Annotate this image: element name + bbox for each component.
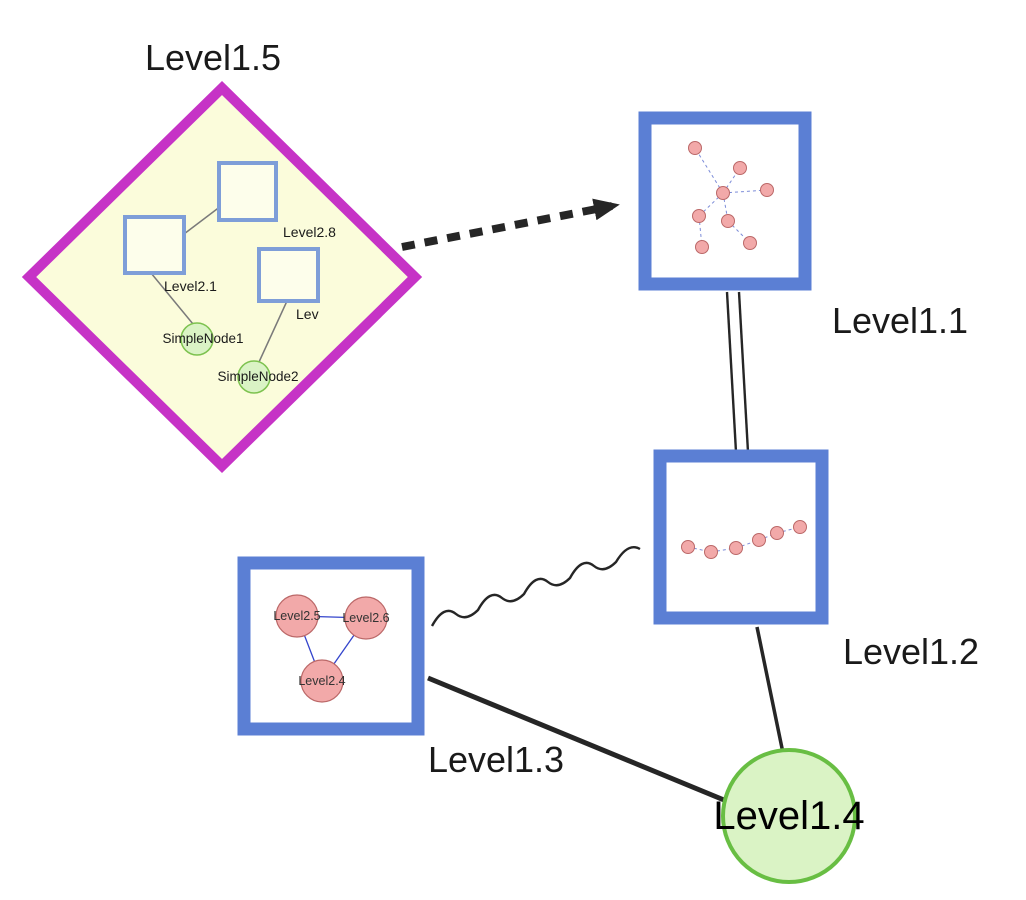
label-level2-6: Level2.6 — [342, 611, 389, 625]
node-level15-diamond[interactable] — [21, 81, 423, 473]
node-level2-1[interactable] — [123, 215, 186, 275]
edge-level15-to-level11-dashed-arrow[interactable] — [401, 198, 620, 251]
mini-node — [793, 520, 807, 534]
node-level12[interactable] — [653, 449, 829, 625]
label-level13: Level1.3 — [428, 739, 564, 780]
edge-level13-to-level14[interactable] — [427, 675, 725, 803]
mini-node — [721, 214, 735, 228]
level12-mini-nodes — [681, 520, 807, 559]
node-level13-group: Level2.5 Level2.6 Level2.4 — [237, 556, 425, 736]
level15-inner-edges — [150, 205, 288, 363]
node-level13[interactable] — [237, 556, 425, 736]
label-simplenode2: SimpleNode2 — [217, 369, 298, 384]
node-level2-5[interactable] — [275, 594, 319, 638]
mini-node — [688, 141, 702, 155]
label-level2-1: Level2.1 — [164, 278, 217, 294]
mini-node — [733, 161, 747, 175]
level11-mini-nodes — [688, 141, 774, 254]
mini-node — [770, 526, 784, 540]
label-level14: Level1.4 — [713, 794, 864, 838]
mini-edge — [694, 147, 724, 194]
inner-edge-left-to-top — [183, 205, 222, 235]
mini-node — [752, 533, 766, 547]
label-level2-8: Level2.8 — [283, 224, 336, 240]
edge-level13-to-level12-wavy[interactable] — [430, 545, 641, 627]
inner-edge-right-to-simplenode2 — [258, 300, 288, 363]
node-level14[interactable] — [721, 748, 857, 884]
node-level11-group — [638, 111, 812, 291]
node-simplenode1[interactable] — [180, 322, 214, 356]
edge-level12-to-level14[interactable] — [755, 626, 785, 754]
node-level2-6[interactable] — [344, 596, 388, 640]
node-level2-truncated[interactable] — [257, 247, 320, 303]
mini-node — [704, 545, 718, 559]
mini-edge — [722, 192, 729, 222]
label-level2-right-truncated: Lev — [296, 306, 319, 322]
node-level2-4[interactable] — [300, 659, 344, 703]
node-level12-group — [653, 449, 829, 625]
mini-edge — [710, 547, 737, 553]
node-level15-group: Level2.8 Level2.1 Lev SimpleNode1 Simple… — [21, 81, 423, 473]
mini-edge — [722, 189, 768, 194]
node-level11[interactable] — [638, 111, 812, 291]
label-level11: Level1.1 — [832, 300, 968, 341]
node-simplenode2[interactable] — [237, 360, 271, 394]
mini-node — [695, 240, 709, 254]
inner-edge-left-to-simplenode1 — [150, 272, 194, 325]
mini-node — [729, 541, 743, 555]
mini-node — [760, 183, 774, 197]
edge-level11-to-level12-double[interactable] — [725, 291, 750, 453]
top-level-edges — [401, 198, 785, 803]
mini-node — [681, 540, 695, 554]
double-edge-line-2 — [737, 291, 750, 453]
node-level2-8[interactable] — [217, 161, 278, 222]
label-level2-5: Level2.5 — [273, 609, 320, 623]
label-simplenode1: SimpleNode1 — [162, 331, 243, 346]
label-level2-4: Level2.4 — [298, 674, 345, 688]
mini-node — [716, 186, 730, 200]
label-level15: Level1.5 — [145, 37, 281, 78]
mini-node — [743, 236, 757, 250]
double-edge-line-1 — [725, 291, 738, 453]
label-level12: Level1.2 — [843, 631, 979, 672]
mini-node — [692, 209, 706, 223]
